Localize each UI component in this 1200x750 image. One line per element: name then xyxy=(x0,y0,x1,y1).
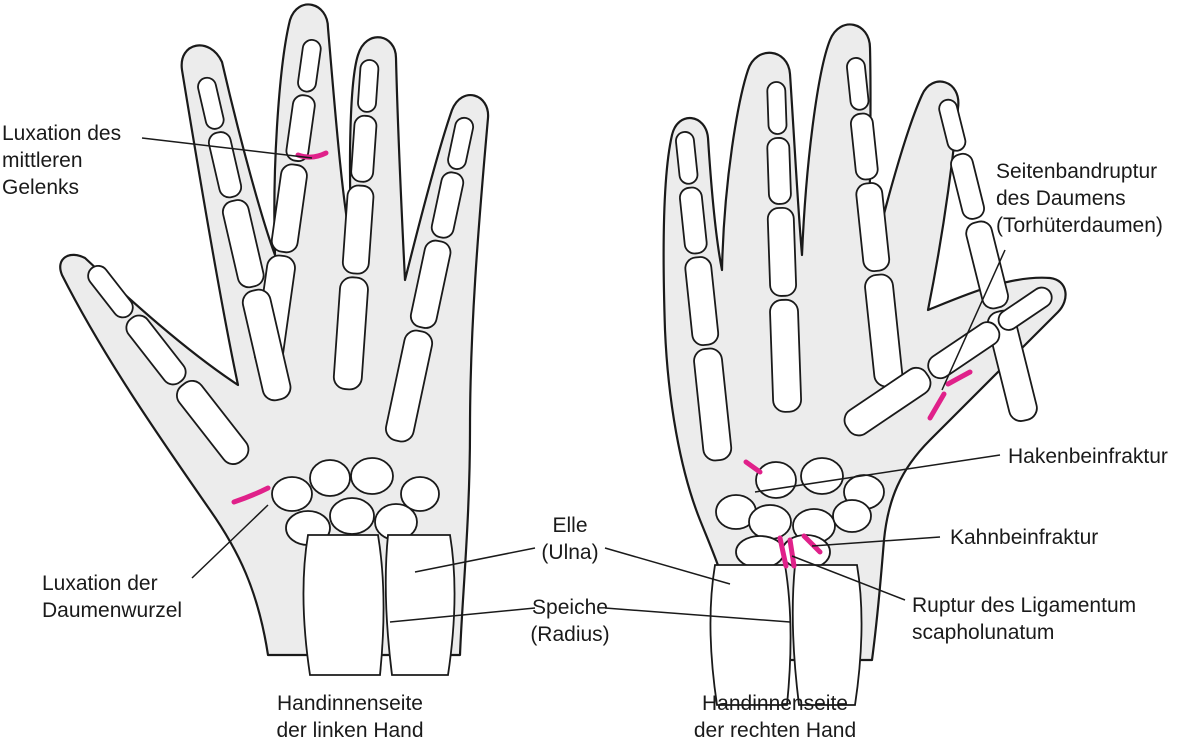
label-thumb-ligament-rupture: Seitenbandruptur des Daumens (Torhüterda… xyxy=(996,160,1163,237)
right-thumb-ligament-injury-2 xyxy=(945,369,973,387)
label-ulna: Elle (Ulna) xyxy=(541,514,599,564)
label-thumb-base-dislocation: Luxation der Daumenwurzel xyxy=(42,572,183,622)
left-hand xyxy=(59,3,490,676)
right-thumb-ligament-injury xyxy=(927,391,947,421)
label-hamate-fracture: Hakenbeinfraktur xyxy=(1008,445,1168,468)
label-scaphoid-fracture: Kahnbeinfraktur xyxy=(950,526,1099,549)
right-scaphoid-injury xyxy=(801,533,823,555)
caption-right-hand: Handinnenseite der rechten Hand xyxy=(693,692,857,742)
left-middle-joint-injury xyxy=(295,150,329,160)
label-radius: Speiche (Radius) xyxy=(530,596,610,646)
leader-lines xyxy=(141,137,1006,623)
right-hand-outline xyxy=(662,23,1067,662)
label-scapholunate-rupture: Ruptur des Ligamentum scapholunatum xyxy=(912,594,1137,644)
label-middle-joint-dislocation: Luxation des mittleren Gelenks xyxy=(2,122,122,199)
left-thumb-base-injury xyxy=(231,485,271,505)
left-hand-bones xyxy=(80,37,481,676)
right-scapholunate-injury xyxy=(777,535,797,569)
caption-left-hand: Handinnenseite der linken Hand xyxy=(276,692,424,742)
right-hand xyxy=(662,23,1067,706)
right-hamate-injury xyxy=(743,459,763,475)
